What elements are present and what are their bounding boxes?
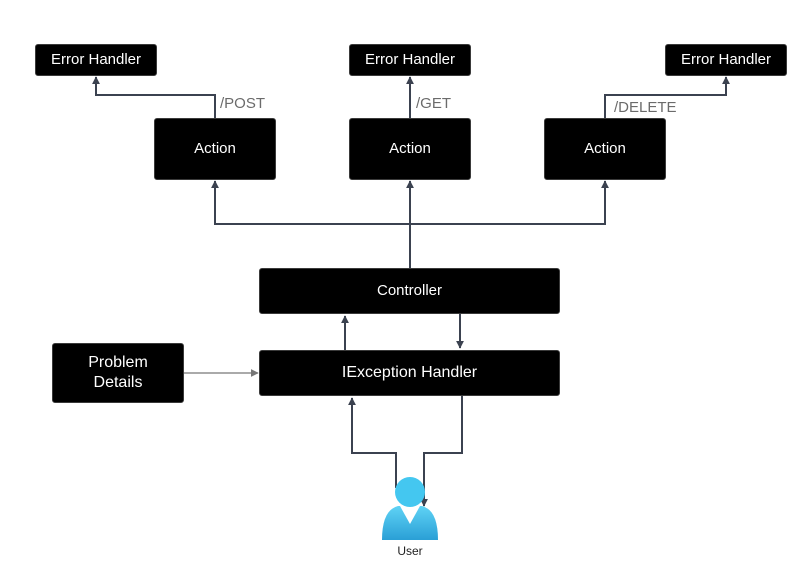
- iexception-handler: IException Handler: [259, 350, 560, 396]
- edge-controller-action-post: [211, 180, 411, 270]
- edge-user-to-handler: [348, 397, 397, 488]
- edge-handler-to-user: [420, 396, 463, 507]
- controller: Controller: [259, 268, 560, 314]
- edge-label-delete: /DELETE: [613, 99, 678, 117]
- action-post: Action: [154, 118, 276, 180]
- error-handler-delete: Error Handler: [665, 44, 787, 76]
- error-handler-get: Error Handler: [349, 44, 471, 76]
- user-label: User: [397, 544, 423, 558]
- edge-delete: [604, 76, 730, 120]
- user-icon: [382, 477, 438, 540]
- action-delete: Action: [544, 118, 666, 180]
- edge-label-get: /GET: [415, 95, 453, 113]
- edge-label-post: /POST: [219, 95, 267, 113]
- edge-post: [92, 76, 216, 120]
- error-handler-post: Error Handler: [35, 44, 157, 76]
- edge-controller-action-delete: [410, 180, 609, 225]
- action-get: Action: [349, 118, 471, 180]
- problem-details: Problem Details: [52, 343, 184, 403]
